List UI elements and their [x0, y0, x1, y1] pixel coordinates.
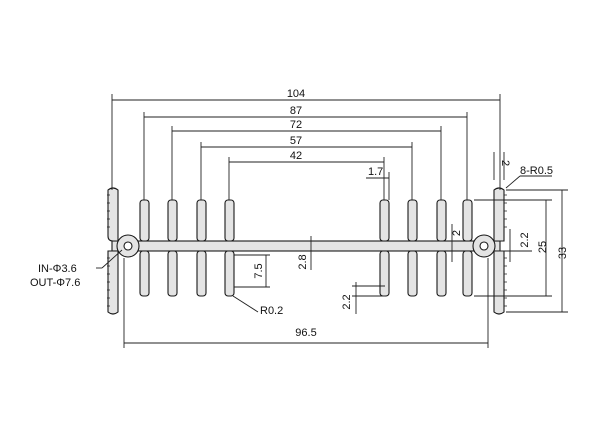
- left-screw-hole: [123, 241, 133, 251]
- dim-r0-2: R0.2: [260, 305, 283, 317]
- dim-57: 57: [290, 135, 302, 147]
- fins-right-group: [379, 199, 473, 297]
- dim-104: 104: [287, 88, 305, 100]
- left-flange: [107, 187, 119, 242]
- dim-87: 87: [290, 105, 302, 117]
- fin-bottom: [139, 250, 150, 297]
- dim-2-8: 2.8: [297, 254, 309, 269]
- interior-annotations: 2.8 7.5 R0.2 2.2 IN-Φ3.6 OUT-Φ7.6: [30, 236, 385, 317]
- dim-flange-2: 2: [499, 160, 511, 166]
- fin-bottom: [224, 250, 235, 297]
- fin-bottom: [462, 250, 473, 297]
- fin-top: [407, 199, 418, 242]
- dim-42: 42: [290, 150, 302, 162]
- hole-in-label: IN-Φ3.6: [38, 263, 77, 275]
- fin-top: [139, 199, 150, 242]
- dim-2-2-right: 2.2: [519, 232, 531, 247]
- fins-left-group: [139, 199, 235, 297]
- dim-33: 33: [557, 247, 569, 259]
- fin-bottom: [196, 250, 207, 297]
- fin-top: [436, 199, 447, 242]
- right-screw-hole: [479, 241, 489, 251]
- dim-2-2-bottom: 2.2: [341, 294, 353, 309]
- fin-bottom: [379, 250, 390, 297]
- dim-7-5: 7.5: [253, 263, 265, 278]
- left-flange-lower: [107, 250, 119, 315]
- fin-top: [167, 199, 178, 242]
- dim-96-5: 96.5: [295, 327, 316, 339]
- hole-out-label: OUT-Φ7.6: [30, 277, 80, 289]
- fin-serrations: [107, 194, 507, 307]
- width-dimensions: 104 87 72 57 42 1.7 96.5: [111, 88, 501, 348]
- heatsink-profile: [107, 187, 507, 315]
- dim-25: 25: [537, 241, 549, 253]
- fin-bottom: [436, 250, 447, 297]
- height-dimensions: 2 8-R0.5 33 25 2.2 2: [451, 152, 569, 313]
- dim-72: 72: [290, 119, 302, 131]
- dim-1-7: 1.7: [368, 166, 383, 178]
- fin-bottom: [407, 250, 418, 297]
- dim-8-r0-5: 8-R0.5: [520, 165, 553, 177]
- fin-top: [196, 199, 207, 242]
- right-flange: [493, 187, 505, 242]
- right-flange-lower: [493, 250, 505, 315]
- fin-top: [224, 199, 235, 242]
- fin-bottom: [167, 250, 178, 297]
- fin-top: [379, 199, 390, 242]
- base-plate: [111, 240, 501, 252]
- dim-base-2: 2: [451, 230, 463, 236]
- fin-top: [462, 199, 473, 242]
